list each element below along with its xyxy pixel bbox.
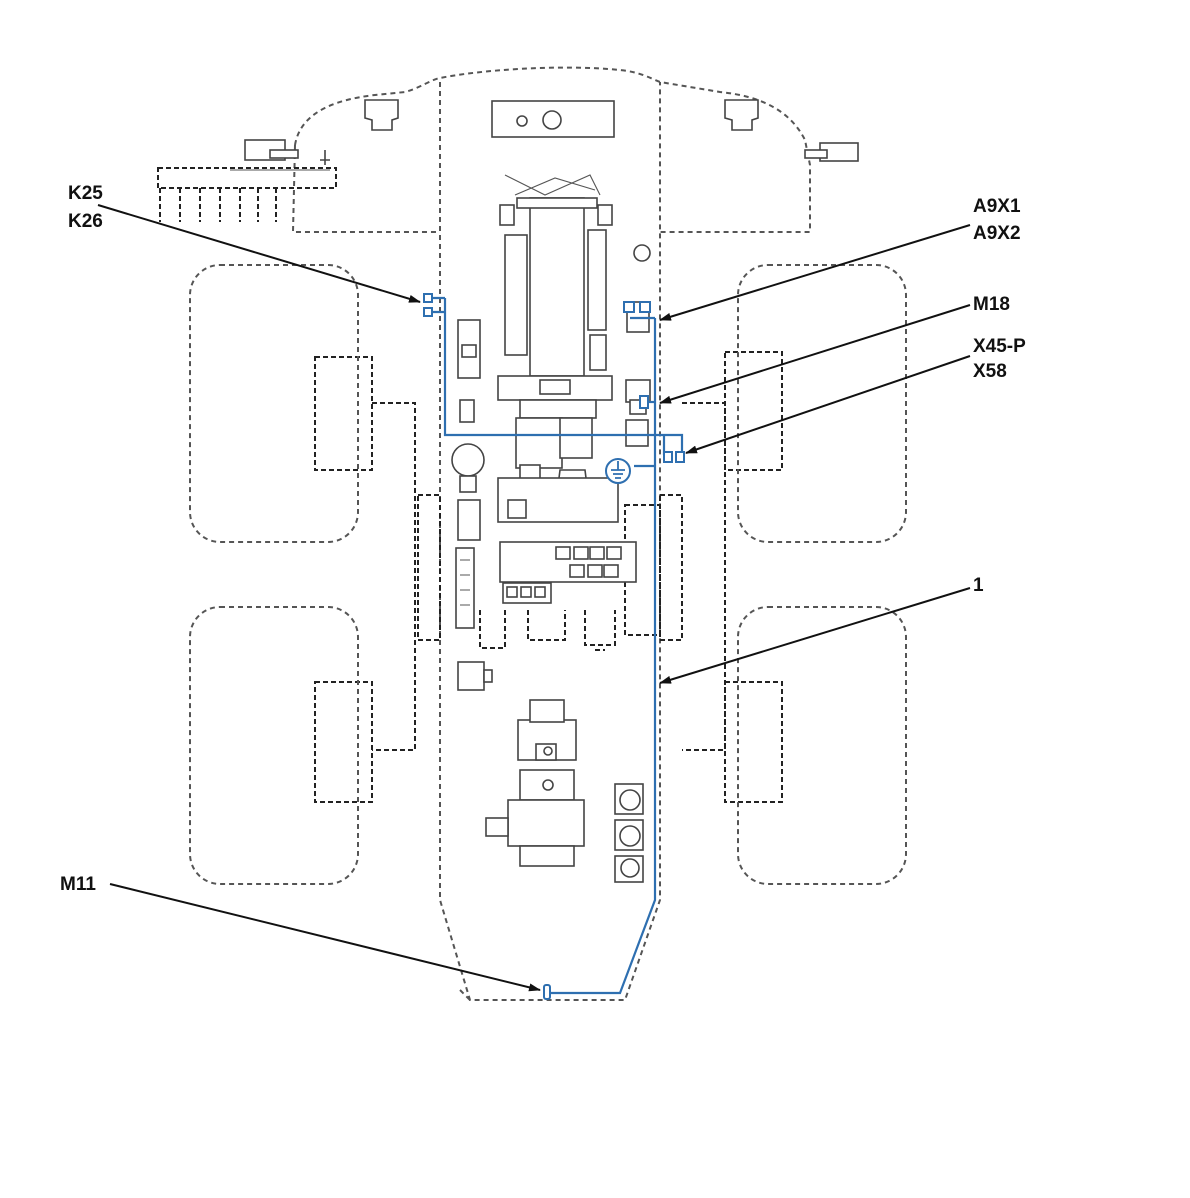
leader-a9x1-a9x2 bbox=[659, 224, 971, 321]
leader-m11 bbox=[109, 883, 541, 992]
label-x45-p: X45-P bbox=[973, 336, 1026, 357]
wheel-rear-right bbox=[737, 606, 907, 885]
engine-components bbox=[451, 100, 651, 883]
ground-symbol-icon bbox=[605, 458, 631, 484]
wheel-front-left bbox=[189, 264, 359, 543]
callout-labels: K25 K26 A9X1 A9X2 M18 X45-P X58 1 M11 bbox=[60, 183, 1026, 895]
leader-harness-1 bbox=[659, 587, 971, 684]
callout-leaders bbox=[97, 204, 971, 992]
wheel-front-right bbox=[737, 264, 907, 543]
label-a9x1: A9X1 bbox=[973, 196, 1021, 217]
connector-a9x2 bbox=[639, 301, 651, 313]
connector-m11 bbox=[543, 984, 551, 1000]
leader-x45p-x58 bbox=[685, 355, 971, 454]
wheels bbox=[189, 264, 907, 885]
label-m18: M18 bbox=[973, 294, 1010, 315]
label-x58: X58 bbox=[973, 361, 1007, 382]
connectors bbox=[423, 293, 685, 1000]
engine-block bbox=[529, 197, 585, 377]
label-k25: K25 bbox=[68, 183, 103, 204]
front-fittings bbox=[157, 99, 859, 222]
label-harness-1: 1 bbox=[973, 575, 984, 596]
label-a9x2: A9X2 bbox=[973, 223, 1021, 244]
label-m11: M11 bbox=[60, 874, 96, 895]
wiring-harness-1 bbox=[430, 296, 684, 995]
leader-k25-k26 bbox=[97, 204, 421, 303]
label-k26: K26 bbox=[68, 211, 103, 232]
connector-a9x1 bbox=[623, 301, 635, 313]
leader-m18 bbox=[659, 304, 971, 404]
connector-k25 bbox=[423, 293, 433, 303]
wheel-rear-left bbox=[189, 606, 359, 885]
connector-x45-p bbox=[663, 451, 673, 463]
connector-x58 bbox=[675, 451, 685, 463]
connector-m18 bbox=[639, 395, 649, 409]
connector-k26 bbox=[423, 307, 433, 317]
